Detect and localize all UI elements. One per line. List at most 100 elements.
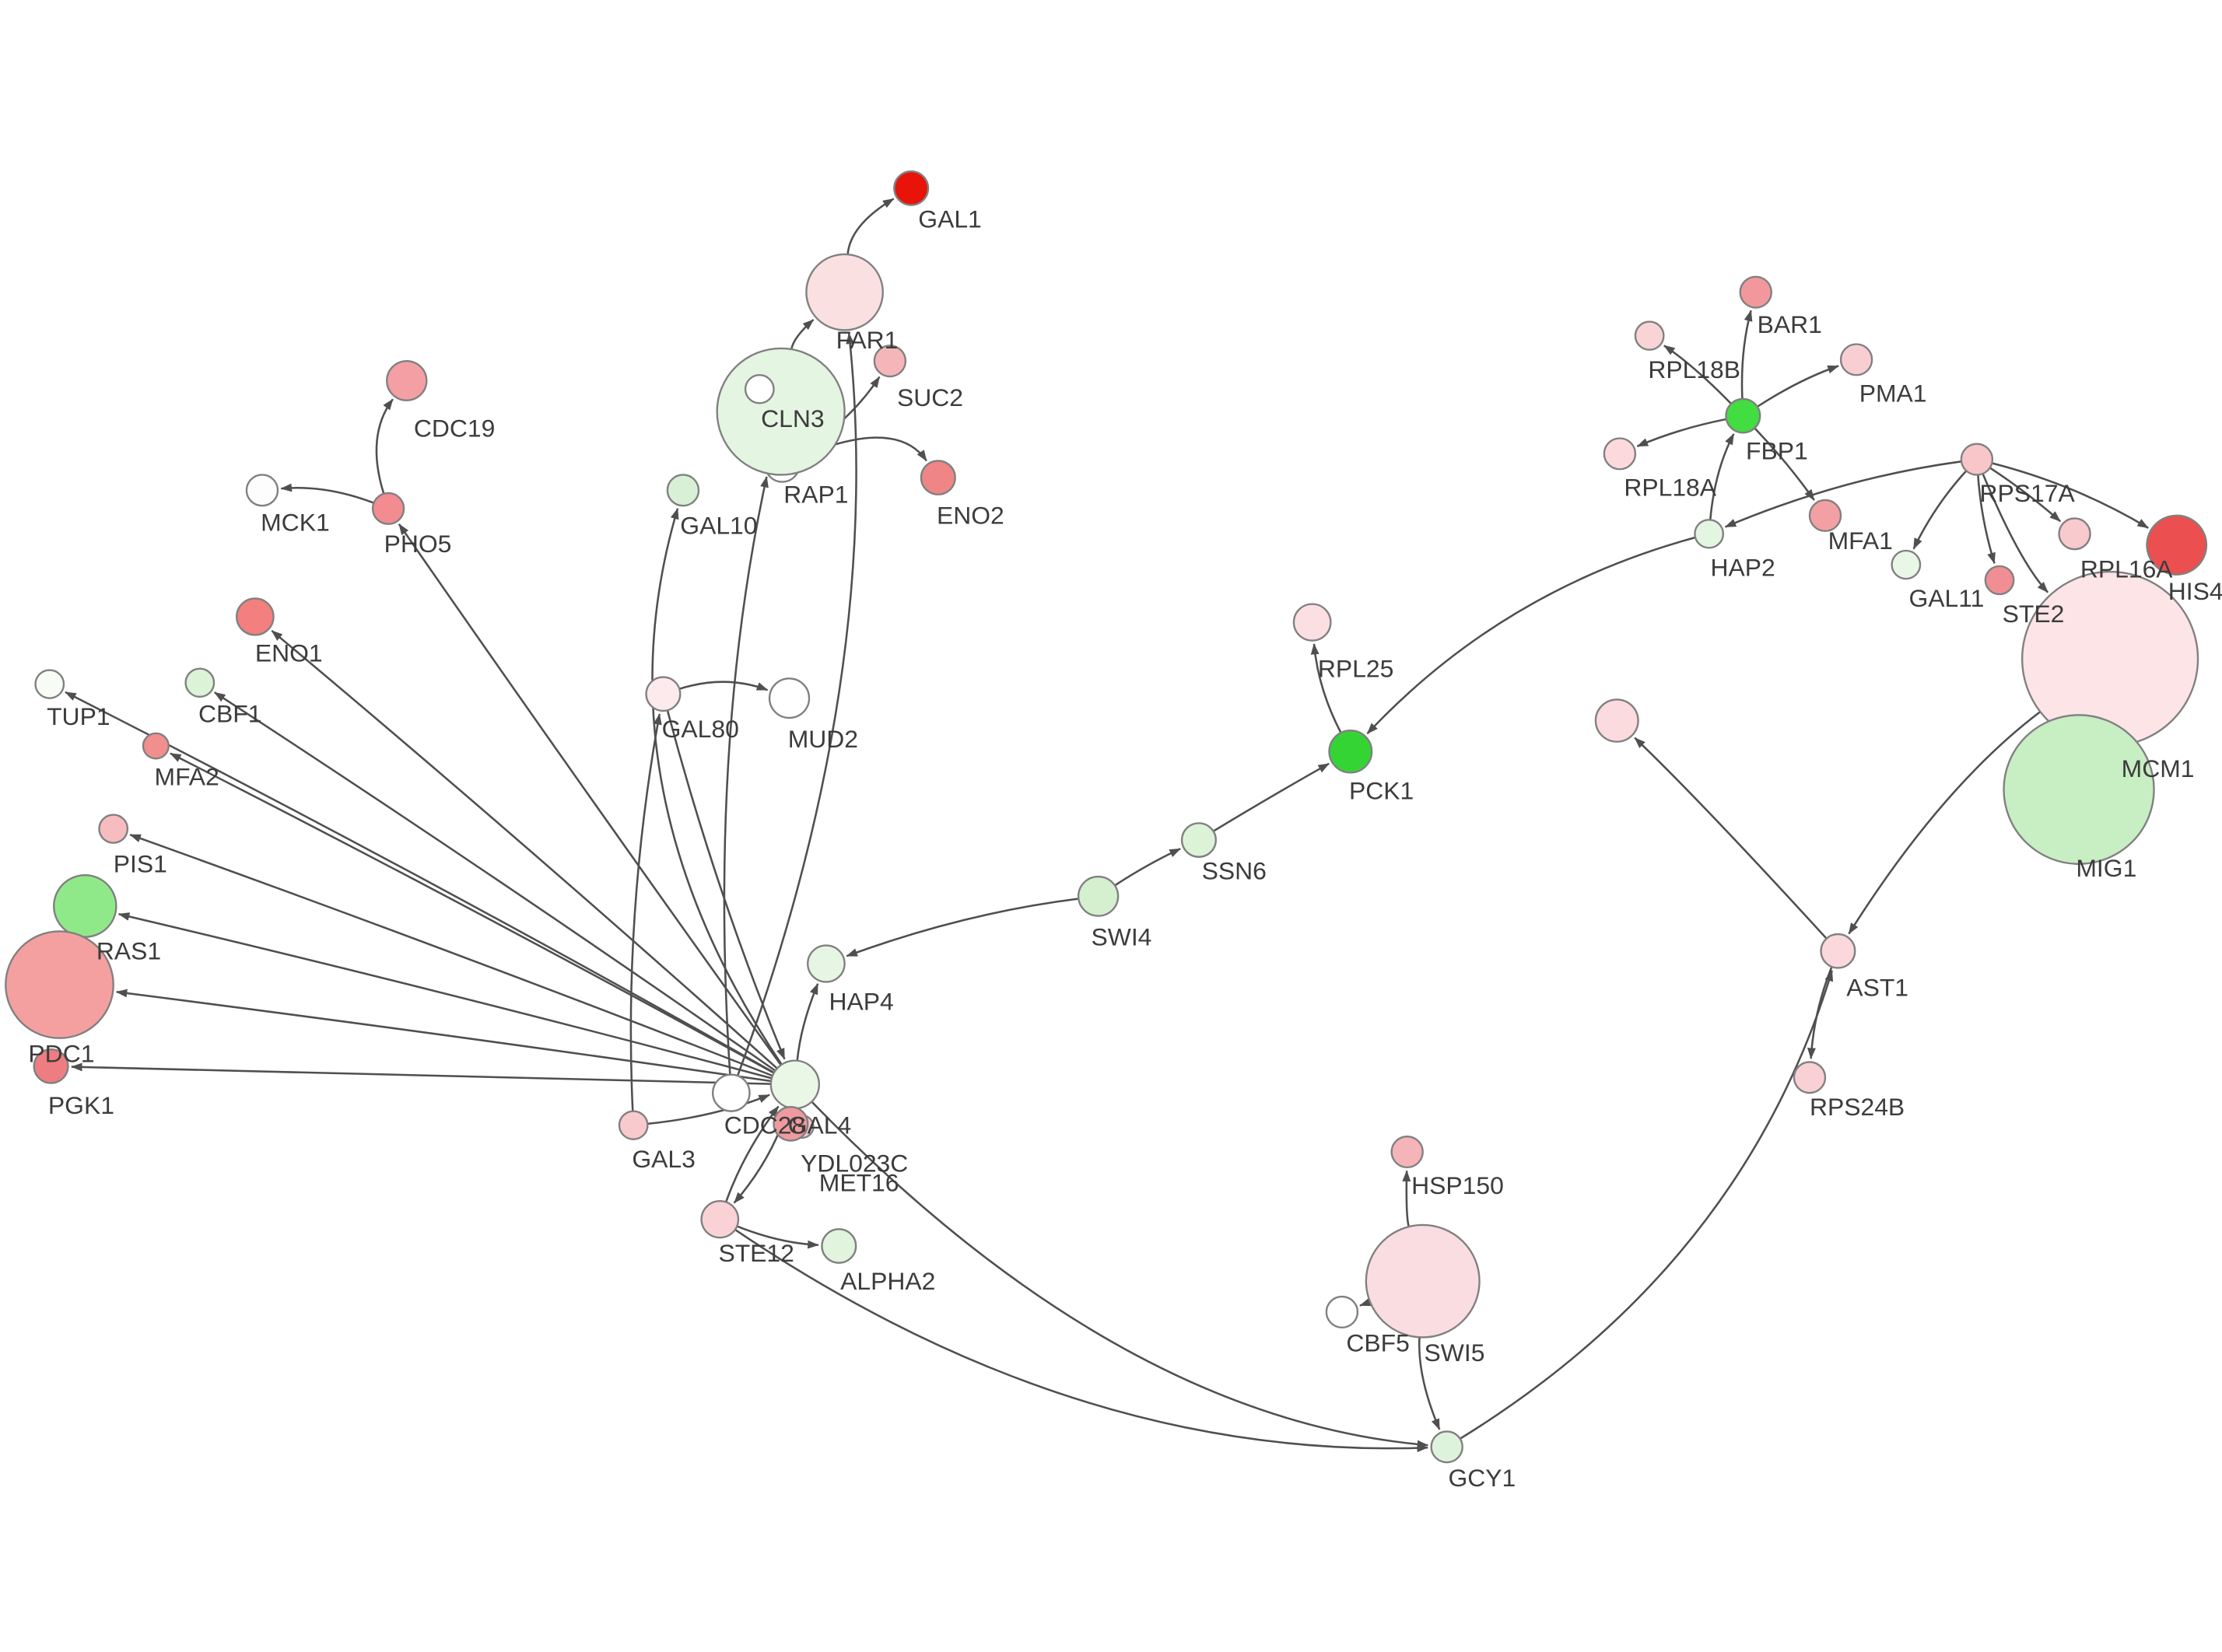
node-hsp150[interactable]	[1390, 1135, 1424, 1169]
label-hap4: HAP4	[829, 988, 894, 1016]
node-nwhite[interactable]	[744, 374, 775, 404]
node-mfa1[interactable]	[1808, 499, 1842, 532]
edge-gal4-pdc1	[115, 989, 772, 1083]
edge-pck1-rpl25	[1310, 643, 1342, 733]
edge-fbp1-pma1	[1757, 365, 1839, 408]
node-ras1[interactable]	[53, 874, 117, 938]
label-gal80: GAL80	[662, 715, 739, 743]
edge-ste12-gal4	[724, 1105, 780, 1202]
node-gal1[interactable]	[893, 170, 930, 206]
node-cbf1[interactable]	[184, 667, 216, 698]
node-ydl023c[interactable]	[773, 1106, 809, 1142]
label-cln3: CLN3	[761, 404, 824, 432]
label-pck1: PCK1	[1349, 777, 1414, 805]
edge-far1-gal1	[846, 198, 895, 255]
label-ras1: RAS1	[96, 937, 161, 965]
label-rps17a: RPS17A	[1980, 479, 2076, 507]
edge-gal4-gcy1	[811, 1101, 1429, 1449]
node-pck1[interactable]	[1328, 730, 1373, 774]
label-ast1: AST1	[1846, 974, 1908, 1002]
node-cdc28[interactable]	[711, 1073, 751, 1112]
edge-hap2-pck1	[1366, 536, 1696, 735]
node-swi4[interactable]	[1077, 875, 1120, 917]
label-gcy1: GCY1	[1448, 1464, 1516, 1492]
node-gal4[interactable]	[769, 1059, 820, 1110]
node-pdc1[interactable]	[5, 930, 114, 1039]
node-pis1[interactable]	[98, 814, 129, 844]
node-rps24b[interactable]	[1793, 1061, 1827, 1094]
edge-gcy1-ast1	[1459, 969, 1834, 1440]
edge-gal4-cbf1	[214, 691, 776, 1072]
label-rpl18b: RPL18B	[1648, 355, 1740, 383]
edge-fbp1-mfa1	[1754, 427, 1815, 501]
node-suc2[interactable]	[873, 345, 907, 378]
edge-rps17a-gal11	[1912, 470, 1968, 550]
label-hap2: HAP2	[1710, 554, 1775, 582]
label-hsp150: HSP150	[1411, 1171, 1504, 1199]
label-pgk1: PGK1	[48, 1091, 114, 1119]
label-mfa2: MFA2	[155, 763, 219, 791]
node-rpl16a[interactable]	[2058, 517, 2091, 551]
label-gal1: GAL1	[918, 205, 981, 233]
node-far1[interactable]	[805, 253, 884, 331]
edge-gal4-gal10	[651, 507, 783, 1066]
label-rpl16a: RPL16A	[2080, 555, 2174, 583]
label-rpl25: RPL25	[1318, 655, 1393, 683]
node-gcy1[interactable]	[1430, 1430, 1463, 1464]
node-hap4[interactable]	[807, 944, 846, 983]
node-mig1[interactable]	[2003, 714, 2155, 865]
edge-gal4-pis1	[129, 834, 773, 1077]
edge-swi4-ssn6	[1114, 848, 1181, 887]
node-rpl25[interactable]	[1292, 603, 1332, 642]
label-rps24b: RPS24B	[1810, 1093, 1905, 1121]
node-bar1[interactable]	[1739, 275, 1772, 309]
node-ste2[interactable]	[1984, 565, 2015, 596]
node-ste12[interactable]	[700, 1200, 740, 1239]
edge-gal4-pgk1	[71, 1062, 771, 1085]
node-tup1[interactable]	[34, 669, 65, 699]
label-mcm1: MCM1	[2122, 754, 2195, 782]
edge-rps17a-mcm1	[1982, 473, 2049, 593]
edge-pho5-mck1	[280, 483, 374, 504]
node-cdc19[interactable]	[386, 359, 428, 401]
label-met16: MET16	[819, 1169, 899, 1197]
label-gal11: GAL11	[1908, 584, 1984, 612]
node-mck1[interactable]	[245, 474, 279, 507]
edge-swi5-hsp150	[1402, 1170, 1411, 1227]
node-unnamed1[interactable]	[1594, 698, 1639, 743]
label-ydl023c: YDL023C	[801, 1149, 908, 1177]
edge-fbp1-rpl18b	[1663, 345, 1732, 404]
node-his4[interactable]	[2146, 514, 2208, 576]
label-eno1: ENO1	[255, 639, 323, 667]
node-gal11[interactable]	[1891, 549, 1922, 580]
node-hap2[interactable]	[1694, 519, 1725, 549]
edge-ste12-gcy1	[734, 1228, 1428, 1453]
node-cbf5[interactable]	[1325, 1295, 1359, 1328]
node-eno1[interactable]	[235, 597, 275, 636]
node-gal10[interactable]	[666, 474, 700, 507]
node-pma1[interactable]	[1839, 343, 1873, 376]
node-fbp1[interactable]	[1725, 397, 1761, 434]
node-eno2[interactable]	[920, 460, 956, 495]
edge-gal80-gal4	[666, 709, 786, 1060]
node-ast1[interactable]	[1820, 933, 1856, 969]
node-rpl18a[interactable]	[1603, 437, 1637, 471]
node-rps17a[interactable]	[1960, 443, 1994, 476]
label-mig1: MIG1	[2076, 854, 2136, 882]
label-ste2: STE2	[2003, 600, 2065, 628]
node-pho5[interactable]	[371, 492, 405, 525]
node-gal3[interactable]	[618, 1110, 649, 1140]
node-gal80[interactable]	[645, 676, 682, 712]
node-mfa2[interactable]	[142, 732, 170, 760]
node-alpha2[interactable]	[821, 1228, 857, 1264]
label-gal4: GAL4	[788, 1111, 851, 1139]
node-pgk1[interactable]	[33, 1048, 69, 1084]
edge-fbp1-bar1	[1740, 310, 1753, 399]
label-alpha2: ALPHA2	[840, 1267, 935, 1295]
node-rpl18b[interactable]	[1634, 320, 1665, 351]
node-mud2[interactable]	[768, 677, 811, 719]
node-swi5[interactable]	[1365, 1223, 1481, 1339]
node-ssn6[interactable]	[1180, 822, 1217, 858]
